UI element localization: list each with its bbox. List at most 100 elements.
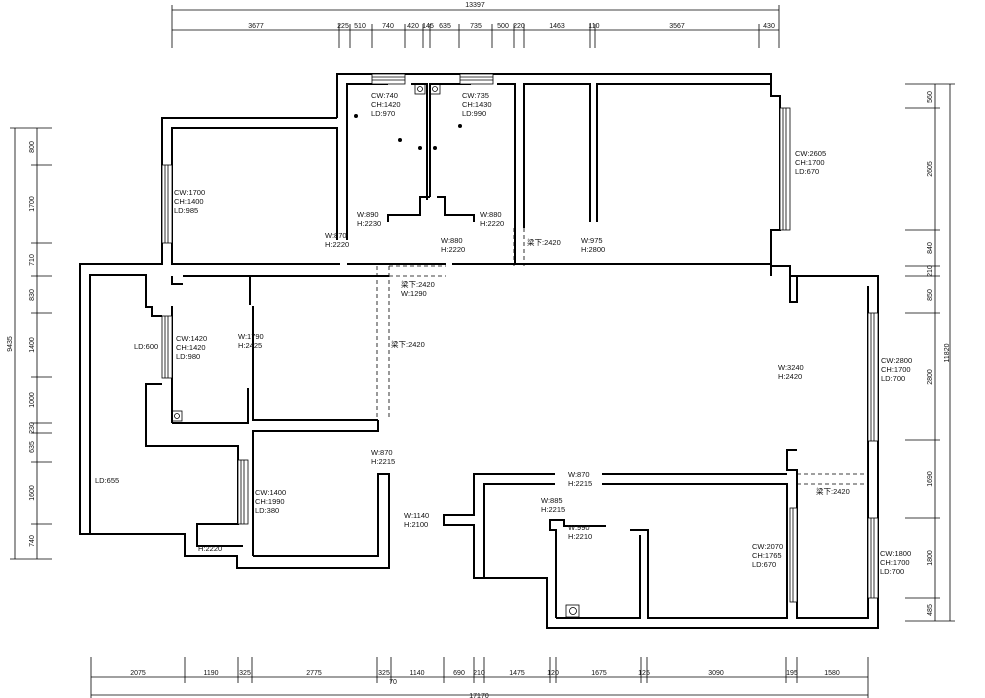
bottom-dim: 325 — [239, 670, 251, 677]
annotation-label: H:2220 — [441, 245, 465, 254]
bottom-dimensions: 2075 1190 325 2775 325 1140 690 210 1475… — [90, 657, 869, 698]
annotation-label: LD:970 — [371, 109, 395, 118]
annotation-label: 梁下:2420 — [391, 340, 425, 349]
fixtures — [171, 83, 580, 618]
bottom-dim: 1140 — [409, 670, 424, 677]
bottom-dim: 70 — [389, 679, 397, 686]
bottom-dim: 690 — [453, 670, 465, 677]
dot-icon — [433, 146, 437, 150]
annotation-label: LD:985 — [174, 206, 198, 215]
drain-icon — [417, 86, 423, 92]
right-dim: 2605 — [927, 161, 934, 177]
annotation-label: CW:735 — [462, 91, 489, 100]
annotation-label: CW:2070 — [752, 542, 783, 551]
annotation-label: CW:1420 — [176, 334, 207, 343]
window — [789, 507, 798, 603]
annotation-label: CH:1400 — [174, 197, 204, 206]
bottom-dim: 325 — [378, 670, 390, 677]
right-dim: 485 — [927, 604, 934, 616]
annotation-label: W:1140 — [404, 511, 429, 520]
left-dim: 1600 — [29, 485, 36, 501]
window — [161, 164, 173, 244]
top-dim: 430 — [763, 23, 775, 30]
pipe-icon — [414, 83, 426, 95]
bottom-dim: 3090 — [708, 670, 724, 677]
annotation-label: H:2220 — [480, 219, 504, 228]
annotation-label: W:870 — [325, 231, 347, 240]
top-dim: 1463 — [549, 23, 565, 30]
annotation-label: H:2100 — [404, 520, 428, 529]
left-dim: 230 — [29, 422, 36, 434]
top-dim: 145 — [422, 23, 434, 30]
annotation-label: W:870 — [371, 448, 393, 457]
left-dim: 740 — [29, 535, 36, 547]
annotation-label: H:2210 — [568, 532, 592, 541]
left-dim: 830 — [29, 289, 36, 301]
window — [779, 107, 791, 231]
top-dim: 735 — [470, 23, 482, 30]
bottom-total-dim: 17170 — [469, 693, 489, 698]
annotation-label: 梁下:2420 — [527, 238, 561, 247]
left-dim: 635 — [29, 441, 36, 453]
left-dim: 710 — [29, 254, 36, 266]
annotation-label: CW:1400 — [255, 488, 286, 497]
bottom-dim: 2775 — [306, 670, 322, 677]
annotation-label: H:2425 — [238, 341, 262, 350]
annotation-label: CW:740 — [371, 91, 398, 100]
right-dim: 210 — [927, 265, 934, 277]
annotation-label: H:2220 — [198, 544, 222, 553]
top-dim: 420 — [407, 23, 419, 30]
right-dim: 560 — [927, 91, 934, 103]
right-total-dim: 11820 — [944, 343, 951, 362]
bottom-dim: 1190 — [203, 670, 218, 677]
annotation-label: CH:1700 — [795, 158, 825, 167]
annotation-label: CH:1700 — [880, 558, 910, 567]
annotation-label: CW:2605 — [795, 149, 826, 158]
pipe-icon — [565, 604, 580, 618]
windows — [161, 73, 879, 603]
drain-icon — [432, 86, 438, 92]
bottom-dim: 2075 — [130, 670, 146, 677]
annotation-label: W:1790 — [238, 332, 264, 341]
annotation-label: H:2800 — [581, 245, 605, 254]
annotation-label: CW:1800 — [880, 549, 911, 558]
annotation-label: CW:1700 — [174, 188, 205, 197]
annotation-label: LD:700 — [880, 567, 904, 576]
annotation-label: W:890 — [357, 210, 379, 219]
bottom-dim: 1580 — [824, 670, 840, 677]
top-total-dim: 13397 — [465, 2, 485, 9]
annotation-label: CH:1700 — [881, 365, 911, 374]
beam-lines — [376, 228, 868, 485]
left-dimensions: 9435 800 1700 710 830 1400 1000 230 635 … — [7, 127, 52, 560]
left-dim: 800 — [29, 141, 36, 153]
annotation-label: W:975 — [581, 236, 603, 245]
dot-icon — [458, 124, 462, 128]
annotation-label: H:2215 — [568, 479, 592, 488]
annotation-label: W:870 — [568, 470, 590, 479]
annotation-label: CH:1990 — [255, 497, 285, 506]
annotation-label: H:2230 — [357, 219, 381, 228]
annotation-label: LD:600 — [134, 342, 158, 351]
annotation-label: W:885 — [541, 496, 563, 505]
annotation-label: LD:990 — [462, 109, 486, 118]
top-dim: 510 — [354, 23, 366, 30]
dot-icon — [418, 146, 422, 150]
window — [161, 315, 173, 379]
left-dim: 1400 — [29, 337, 36, 353]
top-dim: 500 — [497, 23, 509, 30]
top-dim: 3567 — [669, 23, 685, 30]
annotation-label: CH:1420 — [371, 100, 401, 109]
bottom-dim: 210 — [473, 670, 485, 677]
top-dim: 220 — [513, 23, 525, 30]
top-dimensions: 13397 3677 225 510 740 420 145 635 735 5… — [171, 2, 780, 48]
annotation-label: LD:380 — [255, 506, 279, 515]
right-dim: 840 — [927, 242, 934, 254]
annotation-label: CW:2800 — [881, 356, 912, 365]
top-dim: 3677 — [248, 23, 264, 30]
left-dim: 1000 — [29, 392, 36, 408]
bottom-dim: 1475 — [509, 670, 525, 677]
annotation-label: W:1290 — [401, 289, 427, 298]
annotation-label: H:2420 — [778, 372, 802, 381]
left-total-dim: 9435 — [7, 336, 14, 352]
